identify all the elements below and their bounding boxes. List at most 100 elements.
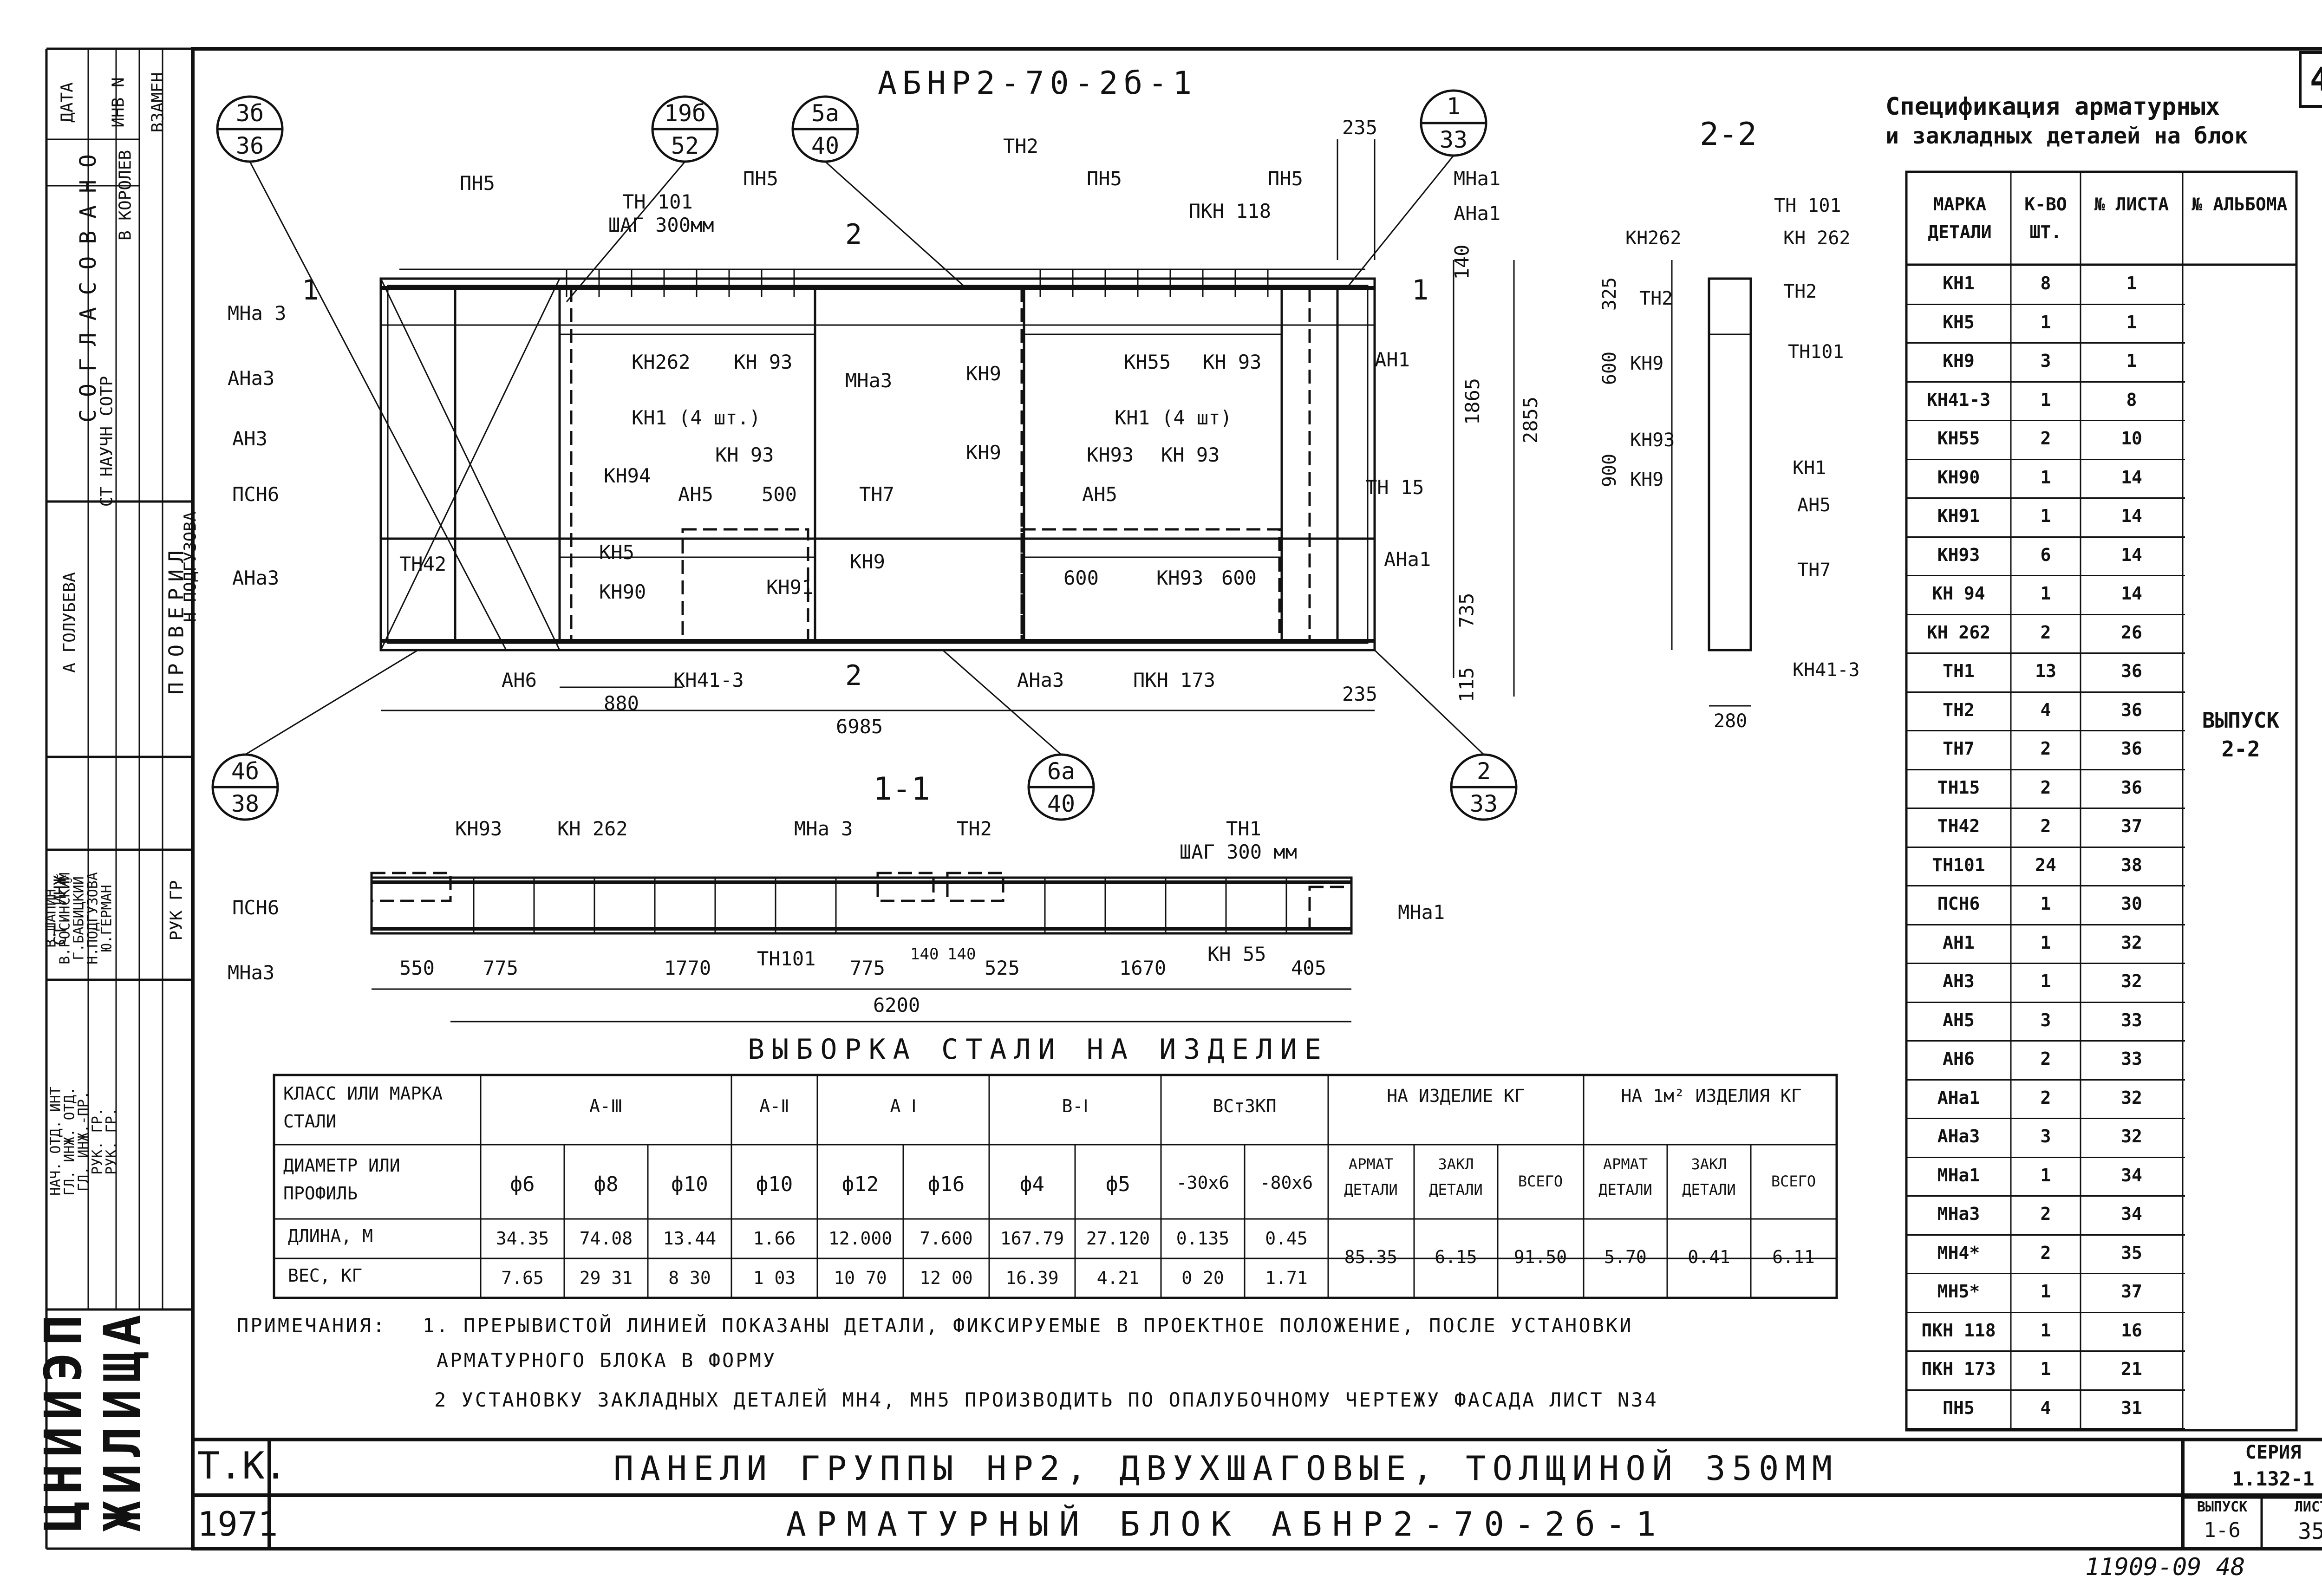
sub-header: ВСЕГО xyxy=(1518,1173,1563,1190)
spec-mark: КН9 xyxy=(1943,351,1975,371)
section-mark-2: 2 xyxy=(845,659,862,692)
label-kn93: КН 93 xyxy=(734,351,793,373)
spec-row-divider xyxy=(1906,769,2185,770)
sub-header: ВСЕГО xyxy=(1771,1173,1816,1190)
spec-sheet: 14 xyxy=(2121,506,2142,526)
spec-mark: ТН1 xyxy=(1943,661,1975,681)
spec-mark: КН 94 xyxy=(1932,583,1985,604)
profile: ф10 xyxy=(671,1173,708,1196)
spec-row-divider xyxy=(1906,420,2185,421)
spec-row-divider xyxy=(1906,846,2185,848)
spec-sheet: 14 xyxy=(2121,544,2142,565)
label-tn15: ТН 15 xyxy=(1365,476,1424,499)
spec-qty: 1 xyxy=(2040,1359,2051,1379)
spec-mark: КН93 xyxy=(1937,544,1980,565)
spec-qty: 2 xyxy=(2040,428,2051,449)
spec-row-divider xyxy=(1906,652,2185,654)
label: КН93 xyxy=(1630,430,1675,451)
section-mark-1: 1 xyxy=(1412,274,1429,306)
spec-sheet: 34 xyxy=(2121,1165,2142,1186)
label-tn42: ТН42 xyxy=(399,553,447,575)
weight-value: 1 03 xyxy=(753,1268,796,1288)
weight-value: 8 30 xyxy=(668,1268,711,1288)
per-m2-header: НА 1м² ИЗДЕЛИЯ КГ xyxy=(1621,1086,1802,1106)
spec-sheet: 14 xyxy=(2121,583,2142,604)
sub-header: АРМАТ ДЕТАЛИ xyxy=(1598,1155,1652,1199)
spec-mark: КН41-3 xyxy=(1926,389,1991,410)
label-mna3: МНа 3 xyxy=(228,302,287,325)
label-kn93: КН 93 xyxy=(1161,443,1220,466)
dimension: 775 xyxy=(483,957,518,979)
spec-qty: 2 xyxy=(2040,816,2051,836)
label: ТН 101 xyxy=(1774,195,1841,216)
extra-podguzova: Н ПОДГУЗОВА xyxy=(181,511,200,622)
spec-sheet: 14 xyxy=(2121,467,2142,488)
label: МНа 3 xyxy=(794,817,853,840)
spec-row-divider xyxy=(1906,536,2185,538)
spec-qty: 6 xyxy=(2040,544,2051,565)
dimension: 6200 xyxy=(873,994,920,1016)
dimension: 325 xyxy=(1599,277,1621,311)
spec-sheet: 31 xyxy=(2121,1397,2142,1418)
label-kn9: КН9 xyxy=(850,550,885,573)
length-value: 12.000 xyxy=(828,1228,893,1249)
spec-mark: КН 262 xyxy=(1926,622,1991,643)
weight-value: 10 70 xyxy=(834,1268,887,1288)
weight-label: ВЕС, КГ xyxy=(288,1265,363,1286)
section-1-1-drawing xyxy=(370,872,1353,1023)
spec-row-divider xyxy=(1906,808,2185,809)
spec-mark: ТН2 xyxy=(1943,699,1975,720)
profile: ф5 xyxy=(1106,1173,1130,1196)
spec-mark: АН3 xyxy=(1943,971,1975,991)
callout-bottom: 33 xyxy=(1469,790,1498,817)
extra-st-nauch: СТ НАУЧН СОТР xyxy=(97,376,117,507)
spec-mark: МН5* xyxy=(1937,1281,1980,1302)
spec-sheet: 38 xyxy=(2121,854,2142,875)
callout-bottom: 40 xyxy=(811,132,840,159)
spec-qty: 2 xyxy=(2040,1242,2051,1263)
main-elevation xyxy=(379,139,1515,711)
spec-header-qty: К-ВО ШТ. xyxy=(2024,194,2067,242)
length-value: 34.35 xyxy=(496,1228,549,1249)
class-a1: А Ⅰ xyxy=(890,1096,917,1116)
spec-qty: 1 xyxy=(2040,389,2051,410)
sheet-number: 47 xyxy=(2299,51,2322,108)
label-pn5: ПН5 xyxy=(1087,167,1122,190)
spec-row-divider xyxy=(1906,885,2185,886)
spec-mark: АНа3 xyxy=(1937,1126,1980,1147)
label-600: 600 xyxy=(1221,567,1257,589)
spec-sheet: 1 xyxy=(2126,312,2137,332)
spec-mark: АНа1 xyxy=(1937,1087,1980,1108)
total-value: 6.15 xyxy=(1435,1247,1477,1267)
label: КН 262 xyxy=(557,817,628,840)
spec-mark: ПН5 xyxy=(1943,1397,1975,1418)
weight-value: 0 20 xyxy=(1181,1268,1224,1288)
dimension: 140 xyxy=(947,945,976,964)
spec-sheet: 8 xyxy=(2126,389,2137,410)
profile: ф12 xyxy=(841,1173,879,1196)
label-tn7: ТН7 xyxy=(859,483,894,506)
spec-mark: ПКН 118 xyxy=(1921,1320,1996,1341)
label: КН9 xyxy=(1630,469,1664,490)
spec-qty: 24 xyxy=(2035,854,2056,875)
label-kn55: КН55 xyxy=(1124,351,1171,373)
label-kn91: КН91 xyxy=(766,576,814,599)
profile: ф10 xyxy=(756,1173,793,1196)
dimension: 2855 xyxy=(1519,396,1542,444)
callout-top: 2 xyxy=(1476,758,1491,785)
spec-sheet: 1 xyxy=(2126,273,2137,293)
weight-value: 29 31 xyxy=(579,1268,633,1288)
label-pn5: ПН5 xyxy=(1268,167,1303,190)
class-header: КЛАСС ИЛИ МАРКА СТАЛИ xyxy=(283,1083,443,1132)
spec-sheet: 30 xyxy=(2121,893,2142,914)
weight-value: 12 00 xyxy=(920,1268,973,1288)
callout-bottom: 40 xyxy=(1047,790,1076,817)
extra-ruk-gr: РУК ГР xyxy=(167,880,186,941)
label-kn1: КН1 (4 шт) xyxy=(1115,406,1232,429)
series-label: СЕРИЯ xyxy=(2245,1442,2302,1463)
profile: -30х6 xyxy=(1176,1173,1230,1193)
spec-header-album: № АЛЬБОМА xyxy=(2192,194,2288,215)
spec-qty: 1 xyxy=(2040,1165,2051,1186)
label-kn41-3: КН41-3 xyxy=(673,669,744,691)
spec-sheet: 37 xyxy=(2121,816,2142,836)
